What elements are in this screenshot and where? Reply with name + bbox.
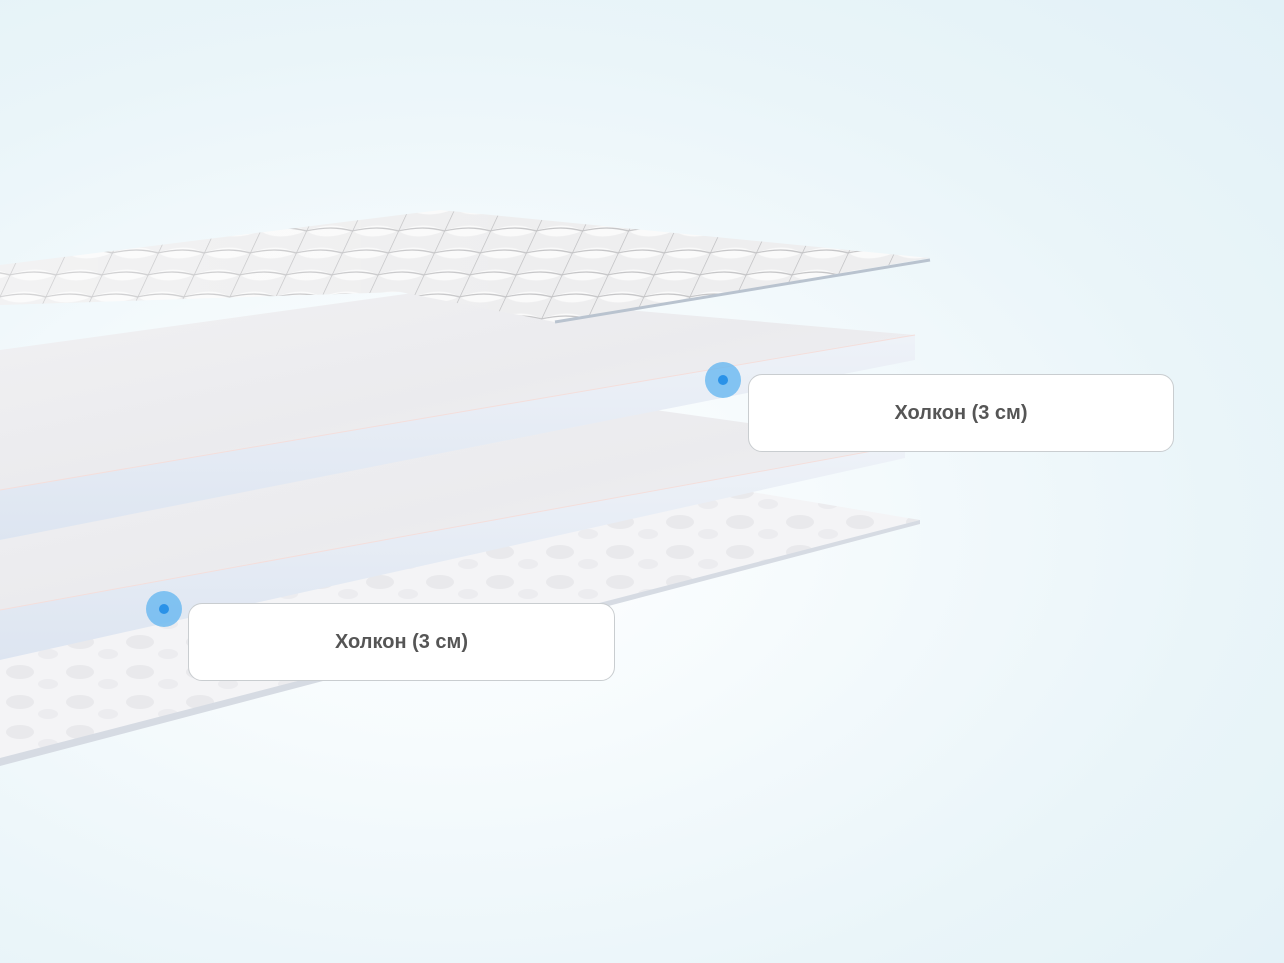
info-dot-icon — [159, 604, 169, 614]
hotspot-bottom-layer[interactable] — [146, 591, 182, 627]
top-quilted-cover-layer — [0, 210, 931, 324]
upper-foam-layer — [0, 292, 916, 540]
hotspot-top-layer[interactable] — [705, 362, 741, 398]
layer-label-bottom[interactable]: Холкон (3 см) — [188, 603, 615, 681]
info-dot-icon — [718, 375, 728, 385]
layer-label-top[interactable]: Холкон (3 см) — [748, 374, 1174, 452]
